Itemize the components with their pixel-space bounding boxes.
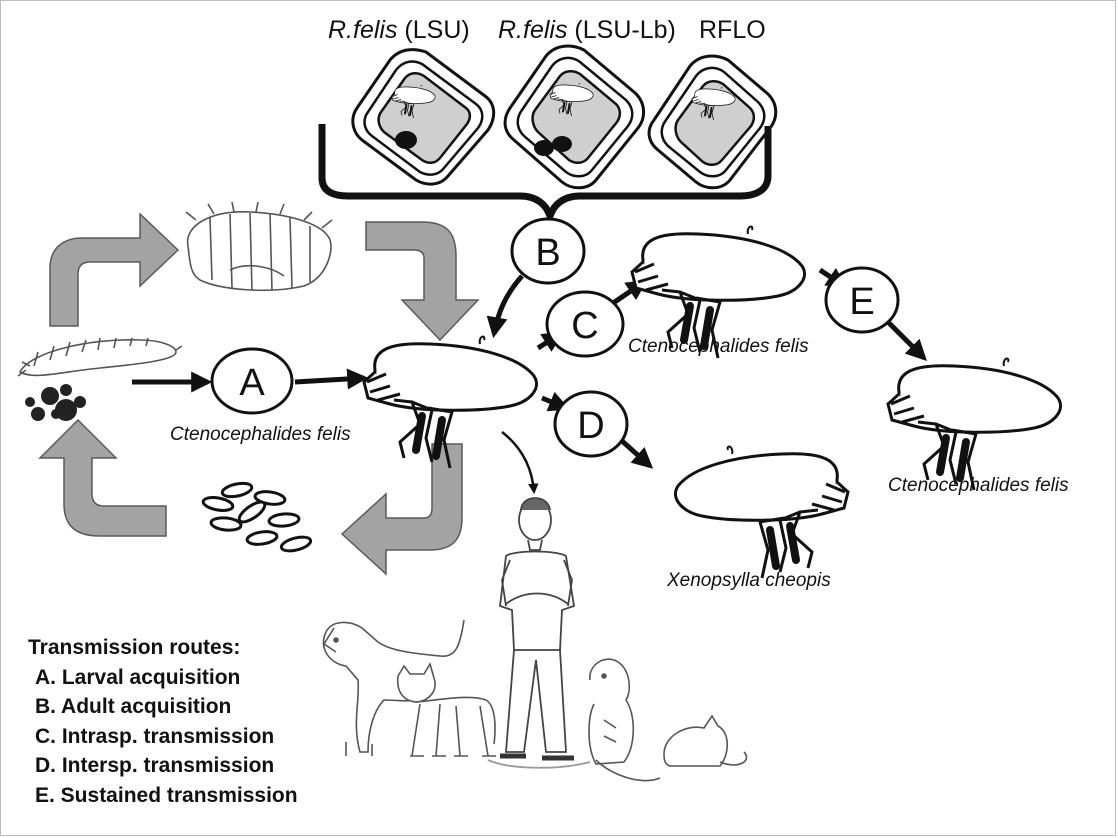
legend-item-c: C. Intrasp. transmission (28, 722, 298, 752)
human-arrow (502, 432, 534, 492)
legend-title: Transmission routes: (28, 633, 298, 663)
legend: Transmission routes: A. Larval acquisiti… (28, 633, 298, 810)
route-marker-a: A (212, 349, 292, 413)
route-marker-e: E (826, 268, 898, 332)
cell-rfelis-lsu (353, 50, 494, 184)
label-host-c: Ctenocephalides felis (628, 336, 809, 358)
dog-icon (323, 620, 464, 756)
cell-rflo (649, 56, 776, 188)
route-marker-c: C (547, 292, 623, 356)
rat-icon (664, 716, 747, 766)
egg-cluster-icon (202, 481, 312, 553)
legend-item-b: B. Adult acquisition (28, 692, 298, 722)
label-host-d: Xenopsylla cheopis (667, 570, 831, 592)
legend-item-e: E. Sustained transmission (28, 781, 298, 811)
route-marker-d: D (555, 392, 627, 456)
svg-text:B: B (535, 232, 560, 274)
label-host-center: Ctenocephalides felis (170, 424, 351, 446)
human-icon (488, 498, 590, 768)
route-marker-b: B (512, 219, 584, 283)
legend-item-a: A. Larval acquisition (28, 663, 298, 693)
svg-text:D: D (577, 405, 604, 447)
flea-d-icon (675, 447, 848, 578)
larval-food-icon (25, 384, 86, 421)
svg-text:C: C (571, 305, 598, 347)
opossum-icon (589, 659, 660, 780)
larva-icon (18, 338, 182, 376)
pupa-icon (186, 202, 332, 290)
flea-e-icon (888, 359, 1061, 490)
cell-rfelis-lsu-lb (505, 46, 644, 188)
label-host-e: Ctenocephalides felis (888, 475, 1069, 497)
svg-text:A: A (239, 362, 265, 404)
cat-icon (398, 664, 496, 756)
svg-text:E: E (849, 281, 874, 323)
legend-item-d: D. Intersp. transmission (28, 751, 298, 781)
